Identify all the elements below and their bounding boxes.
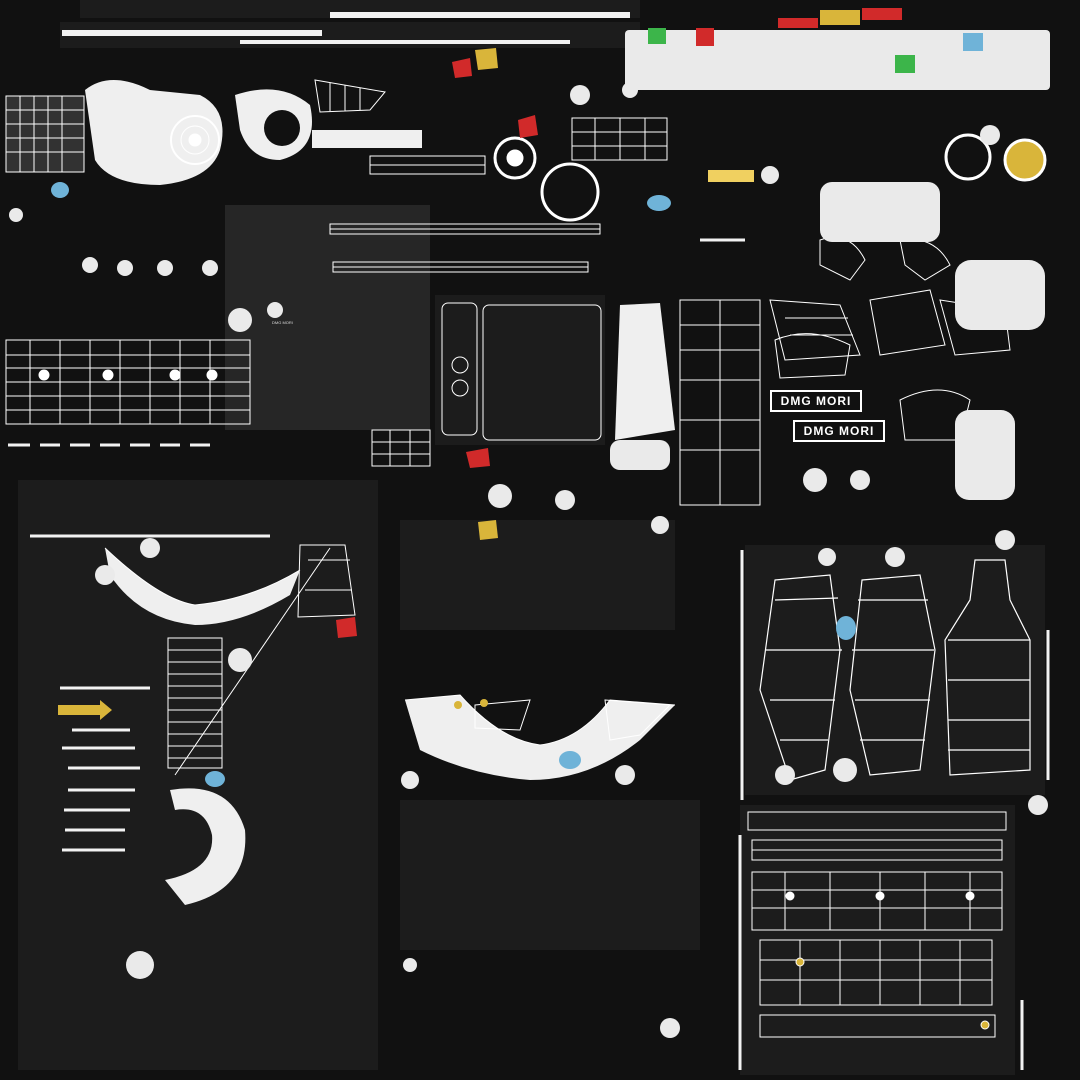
horseshoe-shell — [165, 788, 246, 905]
dial-black — [944, 133, 992, 181]
red-blob-3 — [466, 448, 490, 468]
red-blob-2 — [518, 115, 538, 138]
yellow-blob-2 — [478, 520, 498, 540]
fan-shell — [170, 115, 220, 165]
yellow-swatch-top — [820, 10, 860, 25]
logo-plate-1: DMG MORI — [770, 390, 862, 412]
long-strip-meshes — [312, 130, 601, 273]
center-lower-island — [400, 520, 675, 630]
yellow-dot-1 — [454, 701, 462, 709]
green-swatch-2 — [895, 55, 915, 73]
small-grid — [371, 429, 431, 467]
color-swatch-layer — [51, 8, 983, 787]
speaker-shell — [493, 136, 537, 180]
shell-top-left-1 — [85, 80, 223, 185]
left-large-island — [18, 480, 378, 1070]
cone-shell — [314, 79, 386, 113]
red-blob-1 — [452, 58, 472, 78]
control-panel-island — [225, 205, 430, 430]
red-swatch-top — [778, 18, 818, 28]
yellow-strip — [708, 170, 754, 182]
blue-blob-5 — [559, 751, 581, 769]
yellow-blob-1 — [475, 48, 498, 70]
rail-mesh-right — [747, 811, 1007, 1038]
cover-arc-shell — [105, 548, 300, 625]
top-bar-2 — [330, 12, 630, 18]
yellow-dot-2 — [480, 699, 488, 707]
top-bar-3 — [240, 40, 570, 44]
center-panel-island — [435, 295, 605, 445]
blue-blob-3 — [836, 616, 856, 640]
logo-plate-2: DMG MORI — [793, 420, 885, 442]
dash-lines-layer — [8, 238, 1050, 1070]
red-swatch-top-2 — [862, 8, 902, 20]
control-panel-body — [482, 304, 602, 441]
blue-swatch-1 — [963, 33, 983, 51]
ring-shell — [540, 162, 600, 222]
blue-blob-2 — [647, 195, 671, 211]
control-strip — [441, 302, 478, 436]
light-blob-layer — [9, 30, 1050, 1038]
stair-mesh — [167, 637, 223, 769]
dial-gold — [1003, 138, 1047, 182]
mesh-grid-plate — [5, 95, 85, 173]
top-bar-1 — [62, 30, 322, 36]
yellow-arrow — [58, 700, 112, 720]
blue-blob-4 — [205, 771, 225, 787]
red-blob-4 — [336, 617, 357, 638]
cover-wire-cluster — [759, 559, 1031, 781]
panel-label: DMG MORI — [272, 320, 293, 325]
tall-shell-light — [615, 303, 675, 440]
red-swatch-2 — [696, 28, 714, 46]
blue-blob-1 — [51, 182, 69, 198]
ladder-mesh — [679, 299, 761, 506]
right-cover-island — [745, 545, 1045, 795]
green-swatch-1 — [648, 28, 666, 44]
trough-shell — [405, 695, 675, 780]
center-bottom-island — [400, 800, 700, 950]
rail-mesh-left — [5, 339, 251, 425]
